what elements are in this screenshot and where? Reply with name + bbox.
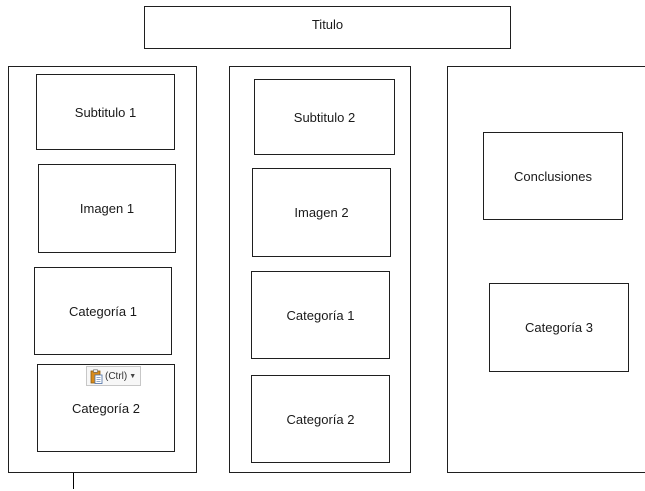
box-label: Categoría 1 — [286, 307, 355, 323]
box-label: Subtitulo 1 — [74, 104, 137, 120]
box-subtitulo-1[interactable]: Subtitulo 1 — [36, 74, 175, 150]
box-categoria-1-col1[interactable]: Categoría 1 — [34, 267, 172, 355]
box-label: Imagen 2 — [294, 205, 349, 220]
paste-options-button[interactable]: (Ctrl) ▼ — [86, 366, 141, 386]
box-imagen-1[interactable]: Imagen 1 — [38, 164, 176, 253]
box-label: Categoría 2 — [286, 411, 355, 427]
title-text: Titulo — [311, 17, 344, 32]
box-conclusiones[interactable]: Conclusiones — [483, 132, 623, 220]
box-label: Categoría 1 — [69, 303, 137, 319]
title-box[interactable]: Titulo — [144, 6, 511, 49]
column-3[interactable] — [447, 66, 645, 473]
chevron-down-icon: ▼ — [129, 372, 137, 380]
box-label: Categoría 3 — [525, 320, 593, 335]
box-label: Imagen 1 — [79, 201, 135, 216]
paste-options-label: (Ctrl) — [105, 370, 128, 382]
box-categoria-2-col2[interactable]: Categoría 2 — [251, 375, 390, 463]
box-label: Categoría 2 — [72, 400, 140, 416]
box-categoria-1-col2[interactable]: Categoría 1 — [251, 271, 390, 359]
box-label: Subtitulo 2 — [293, 109, 356, 125]
box-subtitulo-2[interactable]: Subtitulo 2 — [254, 79, 395, 155]
box-label: Conclusiones — [513, 168, 593, 184]
text-cursor — [73, 473, 74, 489]
box-imagen-2[interactable]: Imagen 2 — [252, 168, 391, 257]
box-categoria-3[interactable]: Categoría 3 — [489, 283, 629, 372]
clipboard-icon — [90, 369, 103, 384]
